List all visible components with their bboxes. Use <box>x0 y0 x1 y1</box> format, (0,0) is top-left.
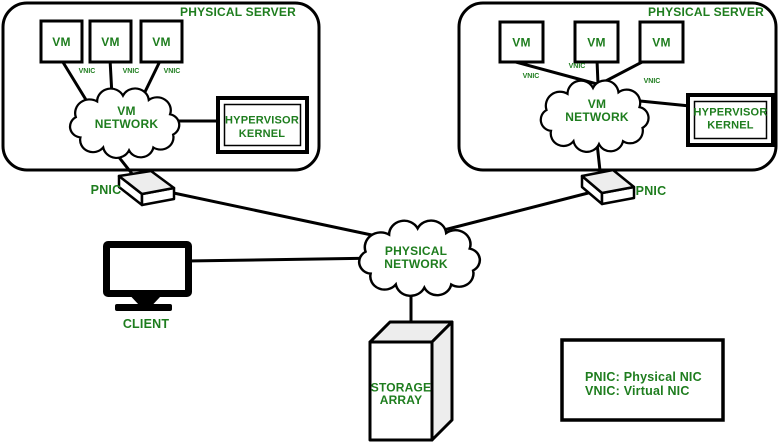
storage-array-line1: STORAGE <box>371 381 432 395</box>
left-pnic-icon <box>117 169 176 207</box>
left-server-title: PHYSICAL SERVER <box>180 5 296 19</box>
left-pnic-top-face <box>117 169 176 196</box>
client-physical-network-link <box>184 256 384 263</box>
right-vm-network-line1: VM <box>588 97 606 111</box>
right-pnic-physical-network-link <box>438 189 598 233</box>
left-vm-network-line1: VM <box>117 104 135 118</box>
physical-network-line2: NETWORK <box>384 257 448 271</box>
legend-line2: VNIC: Virtual NIC <box>585 384 690 398</box>
physical-network-line1: PHYSICAL <box>385 244 447 258</box>
right-vm3-box <box>638 20 685 64</box>
right-vnic2-label: VNIC <box>569 63 586 70</box>
left-hypervisor-line1: HYPERVISOR <box>225 115 299 127</box>
storage-front-face <box>368 340 434 442</box>
right-server-title: PHYSICAL SERVER <box>648 5 764 19</box>
left-vm-network-line2: NETWORK <box>95 117 159 131</box>
storage-right-face <box>430 320 454 442</box>
left-vm2-box <box>88 19 133 64</box>
right-vm3-label: VM <box>652 36 670 50</box>
left-vnic1-label: VNIC <box>79 68 96 75</box>
right-vm1-label: VM <box>512 36 530 50</box>
right-vm-network-line2: NETWORK <box>565 110 629 124</box>
storage-array-icon <box>368 320 454 442</box>
right-pnic-icon <box>580 168 636 206</box>
right-pnic-top-face <box>580 168 636 195</box>
left-pnic-physical-network-link <box>148 186 402 243</box>
left-hypervisor-kernel-box <box>216 96 309 154</box>
right-vnic1-label: VNIC <box>523 73 540 80</box>
left-vm1-label: VM <box>52 35 70 49</box>
legend-line1: PNIC: Physical NIC <box>585 370 702 384</box>
left-hypervisor-line2: KERNEL <box>239 128 286 140</box>
right-hypervisor-kernel-box <box>686 93 775 147</box>
monitor-base <box>115 304 172 311</box>
left-vm1-box <box>39 19 84 64</box>
client-monitor-icon <box>103 241 192 311</box>
right-hypervisor-kernel-inner-border <box>693 100 768 140</box>
right-vm2-vnic-link <box>595 58 600 86</box>
monitor-neck <box>131 297 160 305</box>
left-vm3-label: VM <box>152 35 170 49</box>
monitor-screen <box>110 248 185 290</box>
right-hypervisor-line1: HYPERVISOR <box>694 107 768 119</box>
left-pnic-label: PNIC <box>91 183 122 197</box>
left-hypervisor-kernel-inner-border <box>223 103 302 147</box>
right-vm1-box <box>498 20 545 64</box>
left-vnic2-label: VNIC <box>123 68 140 75</box>
client-label: CLIENT <box>123 317 169 331</box>
left-vnic3-label: VNIC <box>164 68 181 75</box>
left-vm3-box <box>139 19 184 64</box>
right-hypervisor-line2: KERNEL <box>707 120 754 132</box>
right-pnic-label: PNIC <box>636 184 667 198</box>
right-vm2-box <box>573 20 620 64</box>
right-vnic3-label: VNIC <box>644 78 661 85</box>
storage-array-line2: ARRAY <box>380 393 423 407</box>
legend-box <box>560 338 725 422</box>
left-vm2-label: VM <box>101 35 119 49</box>
right-vm2-label: VM <box>587 36 605 50</box>
